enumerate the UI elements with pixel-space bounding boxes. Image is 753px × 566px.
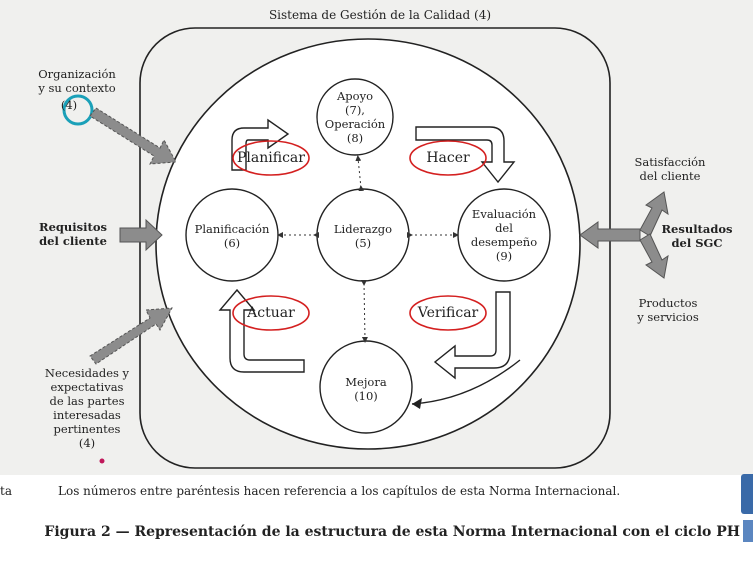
input-necesidades-l4: interesadas	[53, 408, 121, 422]
node-apoyo-l3: Operación	[324, 117, 386, 131]
output-productos: Productos y servicios	[618, 296, 718, 324]
node-planificacion-l2: (6)	[223, 236, 241, 250]
connector-lid-apoyo	[355, 155, 365, 192]
node-mejora-l2: (10)	[354, 389, 378, 403]
node-apoyo-l1: Apoyo	[336, 89, 373, 103]
marker-dot	[99, 458, 105, 464]
output-satisfaccion-l2: del cliente	[639, 169, 701, 183]
input-requisitos-l2: del cliente	[39, 234, 107, 248]
input-organizacion-l1: Organización	[38, 67, 116, 81]
input-organizacion-l2: y su contexto	[38, 81, 116, 95]
node-mejora: Mejora (10)	[322, 375, 410, 403]
input-necesidades-l6: (4)	[78, 436, 96, 450]
input-requisitos-l1: Requisitos	[39, 220, 107, 234]
note-prefix: ta	[0, 484, 12, 498]
pdca-actuar-ring	[232, 295, 310, 331]
input-requisitos: Requisitos del cliente	[18, 220, 128, 248]
figure-caption: Figura 2 — Representación de la estructu…	[44, 524, 740, 540]
input-necesidades-l2: expectativas	[50, 380, 124, 394]
mejora-return-arrow	[411, 359, 521, 405]
input-necesidades-l5: pertinentes	[53, 422, 121, 436]
system-title: Sistema de Gestión de la Calidad (4)	[268, 8, 492, 22]
output-arrow-down	[639, 233, 669, 279]
node-evaluacion-l1: Evaluación	[471, 207, 537, 221]
node-apoyo-l4: (8)	[346, 131, 364, 145]
node-liderazgo-l1: Liderazgo	[333, 222, 393, 236]
side-decoration-lower	[743, 520, 753, 542]
pdca-hacer: Hacer	[426, 150, 470, 166]
output-resultados-l1: Resultados	[661, 222, 733, 236]
pdca-planificar-ring	[232, 140, 310, 176]
output-arrow-up	[639, 191, 669, 237]
input-arrow-requisitos	[119, 218, 163, 252]
system-boundary	[139, 27, 611, 469]
node-evaluacion-l4: (9)	[495, 249, 513, 263]
node-apoyo-l2: (7),	[345, 103, 365, 117]
node-liderazgo: Liderazgo (5)	[318, 222, 408, 250]
output-satisfaccion-l1: Satisfacción	[634, 155, 706, 169]
pdca-actuar: Actuar	[247, 305, 295, 321]
input-organizacion-l3: (4)	[60, 98, 78, 112]
output-resultados-l2: del SGC	[671, 236, 723, 250]
output-satisfaccion: Satisfacción del cliente	[620, 155, 720, 183]
output-arrow-horizontal	[579, 221, 641, 249]
output-resultados: Resultados del SGC	[652, 222, 742, 250]
input-necesidades-l3: de las partes	[49, 394, 125, 408]
teal-highlight-ring	[62, 94, 94, 126]
pdca-verificar-ring	[409, 295, 487, 331]
input-necesidades-l1: Necesidades y	[44, 366, 130, 380]
node-liderazgo-l2: (5)	[354, 236, 372, 250]
output-productos-l1: Productos	[638, 296, 698, 310]
input-organizacion: Organización y su contexto (4)	[22, 67, 132, 112]
node-planificacion-l1: Planificación	[194, 222, 270, 236]
pdca-arrow-bottom-right	[433, 291, 511, 380]
node-apoyo-circle	[316, 78, 394, 156]
pdca-hacer-ring	[409, 140, 487, 176]
output-productos-l2: y servicios	[637, 310, 699, 324]
note-text: Los números entre paréntesis hacen refer…	[58, 484, 621, 498]
input-necesidades: Necesidades y expectativas de las partes…	[22, 366, 152, 450]
pdca-planificar: Planificar	[237, 150, 305, 166]
node-mejora-l1: Mejora	[345, 375, 387, 389]
node-apoyo: Apoyo (7), Operación (8)	[318, 89, 392, 145]
node-evaluacion-l3: desempeño	[470, 235, 538, 249]
node-evaluacion-l2: del	[495, 221, 513, 235]
pdca-arrow-top-right	[415, 126, 516, 184]
input-arrow-necesidades	[89, 307, 173, 365]
side-decoration	[741, 474, 753, 514]
node-evaluacion: Evaluación del desempeño (9)	[458, 207, 550, 263]
input-arrow-organizacion	[89, 107, 177, 165]
node-planificacion: Planificación (6)	[186, 222, 278, 250]
pdca-verificar: Verificar	[417, 305, 479, 321]
